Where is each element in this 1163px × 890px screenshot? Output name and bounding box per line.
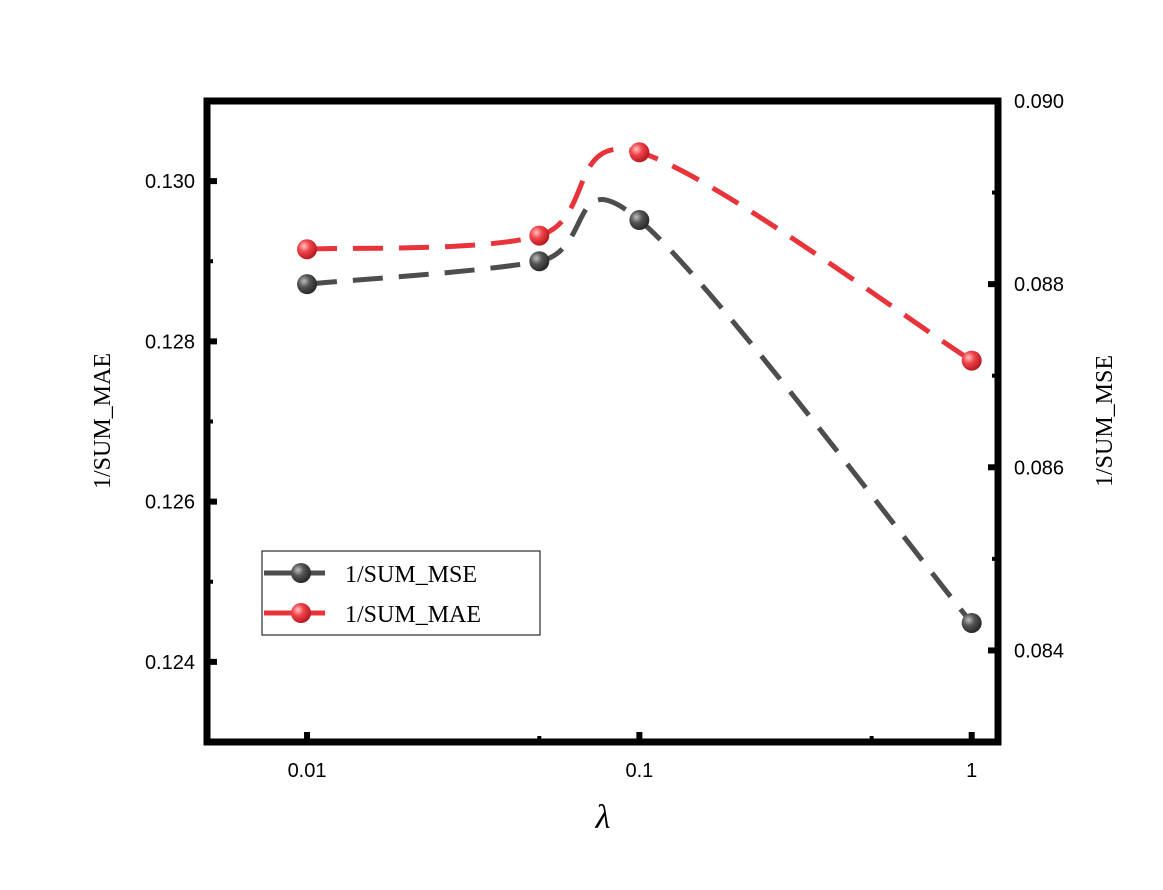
- data-point: [961, 350, 982, 371]
- x-tick-label: 0.1: [625, 760, 653, 782]
- legend-label: 1/SUM_MSE: [345, 562, 477, 588]
- x-axis-title: λ: [595, 799, 611, 836]
- series-line: [306, 146, 974, 363]
- legend: 1/SUM_MSE 1/SUM_MAE: [261, 550, 541, 636]
- data-point: [529, 225, 550, 246]
- data-point: [297, 274, 318, 295]
- series-layer: [297, 142, 982, 633]
- y-axis-title-left: 1/SUM_MAE: [90, 353, 116, 489]
- legend-marker: [291, 563, 311, 583]
- y-left-tick-label: 0.128: [145, 331, 195, 353]
- y-left-tick-label: 0.130: [145, 171, 195, 193]
- y-axis-title-right: 1/SUM_MSE: [1092, 355, 1118, 487]
- y-right-tick-label: 0.090: [1014, 91, 1064, 113]
- data-point: [529, 251, 550, 272]
- y-right-tick-label: 0.084: [1014, 640, 1064, 662]
- legend-marker: [291, 603, 311, 623]
- x-tick-label: 0.01: [288, 760, 327, 782]
- data-point: [961, 612, 982, 633]
- x-tick-label: 1: [966, 760, 977, 782]
- y-left-tick-label: 0.124: [145, 652, 195, 674]
- y-right-tick-label: 0.088: [1014, 274, 1064, 296]
- data-point: [629, 142, 650, 163]
- legend-label: 1/SUM_MAE: [345, 602, 481, 628]
- axes-layer: 0.01 0.1 1 0.124 0.126 0.128 0.130 0.084 0.086 0.…: [145, 91, 1064, 782]
- legend-box: [261, 550, 541, 636]
- data-point: [629, 210, 650, 231]
- series-line: [306, 197, 974, 625]
- y-right-tick-label: 0.086: [1014, 457, 1064, 479]
- data-point: [297, 239, 318, 260]
- y-left-tick-label: 0.126: [145, 492, 195, 514]
